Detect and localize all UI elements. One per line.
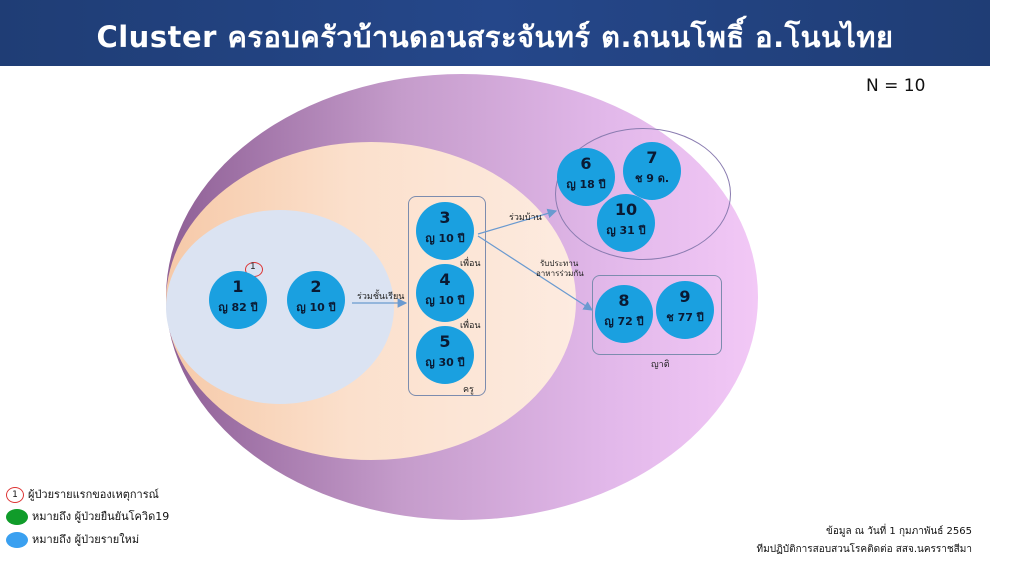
index-case-marker: 1 [250, 262, 256, 272]
case-number: 10 [614, 200, 638, 219]
legend-confirmed: หมายถึง ผู้ป่วยยืนยันโควิด19 [6, 507, 169, 525]
case-node-2: 2 ญ 10 ปี [287, 271, 345, 329]
page-title: Cluster ครอบครัวบ้านดอนสระจันทร์ ต.ถนนโพ… [96, 20, 894, 54]
relation-shared-meal-line2: อาหารร่วมกัน [536, 269, 584, 278]
case-number: 9 [679, 287, 691, 306]
relation-relatives-label: ญาติ [651, 360, 670, 370]
case-number: 4 [439, 270, 451, 289]
footer-team: ทีมปฏิบัติการสอบสวนโรคติดต่อ สสจ.นครราชส… [756, 544, 972, 555]
case-detail: ญ 72 ปี [604, 315, 644, 328]
case-detail: ญ 10 ปี [425, 232, 465, 245]
arrow-same-house [477, 208, 558, 235]
relation-same-house-label: ร่วมบ้าน [509, 213, 542, 223]
case-number: 1 [232, 277, 244, 296]
case-node-6: 6 ญ 18 ปี [557, 148, 615, 206]
case-number: 3 [439, 208, 451, 227]
case-detail: ญ 31 ปี [606, 224, 646, 237]
legend-new-case-text: หมายถึง ผู้ป่วยรายใหม่ [32, 533, 140, 546]
index-case-legend-icon: 1 [6, 487, 24, 503]
case-detail: ญ 10 ปี [296, 301, 336, 314]
blue-dot-icon [6, 532, 28, 548]
classroom-box [408, 196, 486, 396]
case-detail: ช 77 ปี [666, 311, 704, 324]
household-group-ring [555, 128, 731, 260]
case-detail: ญ 18 ปี [566, 178, 606, 191]
case-node-7: 7 ช 9 ด. [623, 142, 681, 200]
relation-friend-label: เพื่อน [460, 259, 481, 269]
family-ellipse [166, 210, 394, 404]
legend-index-case: 1 ผู้ป่วยรายแรกของเหตุการณ์ [6, 485, 159, 503]
relation-classmates-label: ร่วมชั้นเรียน [357, 292, 405, 302]
green-dot-icon [6, 509, 28, 525]
case-node-3: 3 ญ 10 ปี [416, 202, 474, 260]
sample-size-label: N = 10 [866, 76, 926, 96]
case-detail: ญ 82 ปี [218, 301, 258, 314]
relation-shared-meal-label: รับประทาน อาหารร่วมกัน [536, 259, 584, 279]
case-number: 5 [439, 332, 451, 351]
case-detail: ญ 10 ปี [425, 294, 465, 307]
relation-friend-label: เพื่อน [460, 321, 481, 331]
footer-date: ข้อมูล ณ วันที่ 1 กุมภาพันธ์ 2565 [826, 526, 972, 537]
case-node-10: 10 ญ 31 ปี [597, 194, 655, 252]
relation-teacher-label: ครู [463, 385, 474, 395]
case-number: 6 [580, 154, 592, 173]
case-number: 7 [646, 148, 658, 167]
legend-confirmed-text: หมายถึง ผู้ป่วยยืนยันโควิด19 [32, 510, 170, 523]
legend-index-case-text: ผู้ป่วยรายแรกของเหตุการณ์ [28, 488, 159, 501]
case-detail: ญ 30 ปี [425, 356, 465, 369]
case-node-5: 5 ญ 30 ปี [416, 326, 474, 384]
case-detail: ช 9 ด. [634, 172, 670, 185]
case-number: 2 [310, 277, 322, 296]
title-banner: Cluster ครอบครัวบ้านดอนสระจันทร์ ต.ถนนโพ… [0, 0, 990, 66]
case-node-1: 1 ญ 82 ปี [209, 271, 267, 329]
relatives-box [592, 275, 722, 355]
relation-shared-meal-line1: รับประทาน [540, 259, 579, 268]
case-node-4: 4 ญ 10 ปี [416, 264, 474, 322]
legend-new-case: หมายถึง ผู้ป่วยรายใหม่ [6, 530, 139, 548]
case-number: 8 [618, 291, 630, 310]
case-node-9: 9 ช 77 ปี [656, 281, 714, 339]
case-node-8: 8 ญ 72 ปี [595, 285, 653, 343]
arrow-shared-meal [477, 235, 594, 311]
